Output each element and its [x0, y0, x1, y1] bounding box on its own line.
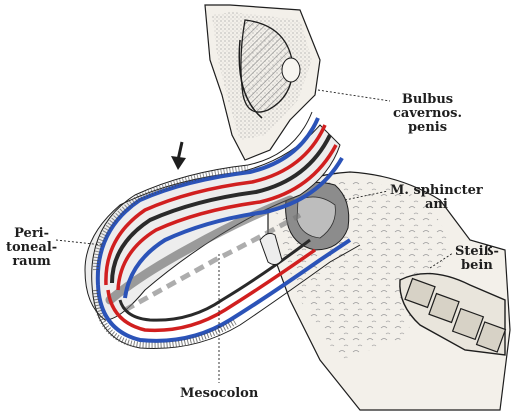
down-arrow-icon — [171, 142, 186, 170]
label-peritonealraum: Peri- toneal- raum — [6, 227, 57, 269]
label-sphincter-ani: M. sphincter ani — [390, 184, 483, 212]
label-mesocolon: Mesocolon — [180, 387, 258, 401]
bulbus-knob — [282, 58, 300, 82]
label-steissbein: Steiß- bein — [455, 245, 499, 273]
leader-bulbus — [318, 90, 390, 101]
label-bulbus-cavernosus: Bulbus cavernos. penis — [393, 93, 462, 135]
